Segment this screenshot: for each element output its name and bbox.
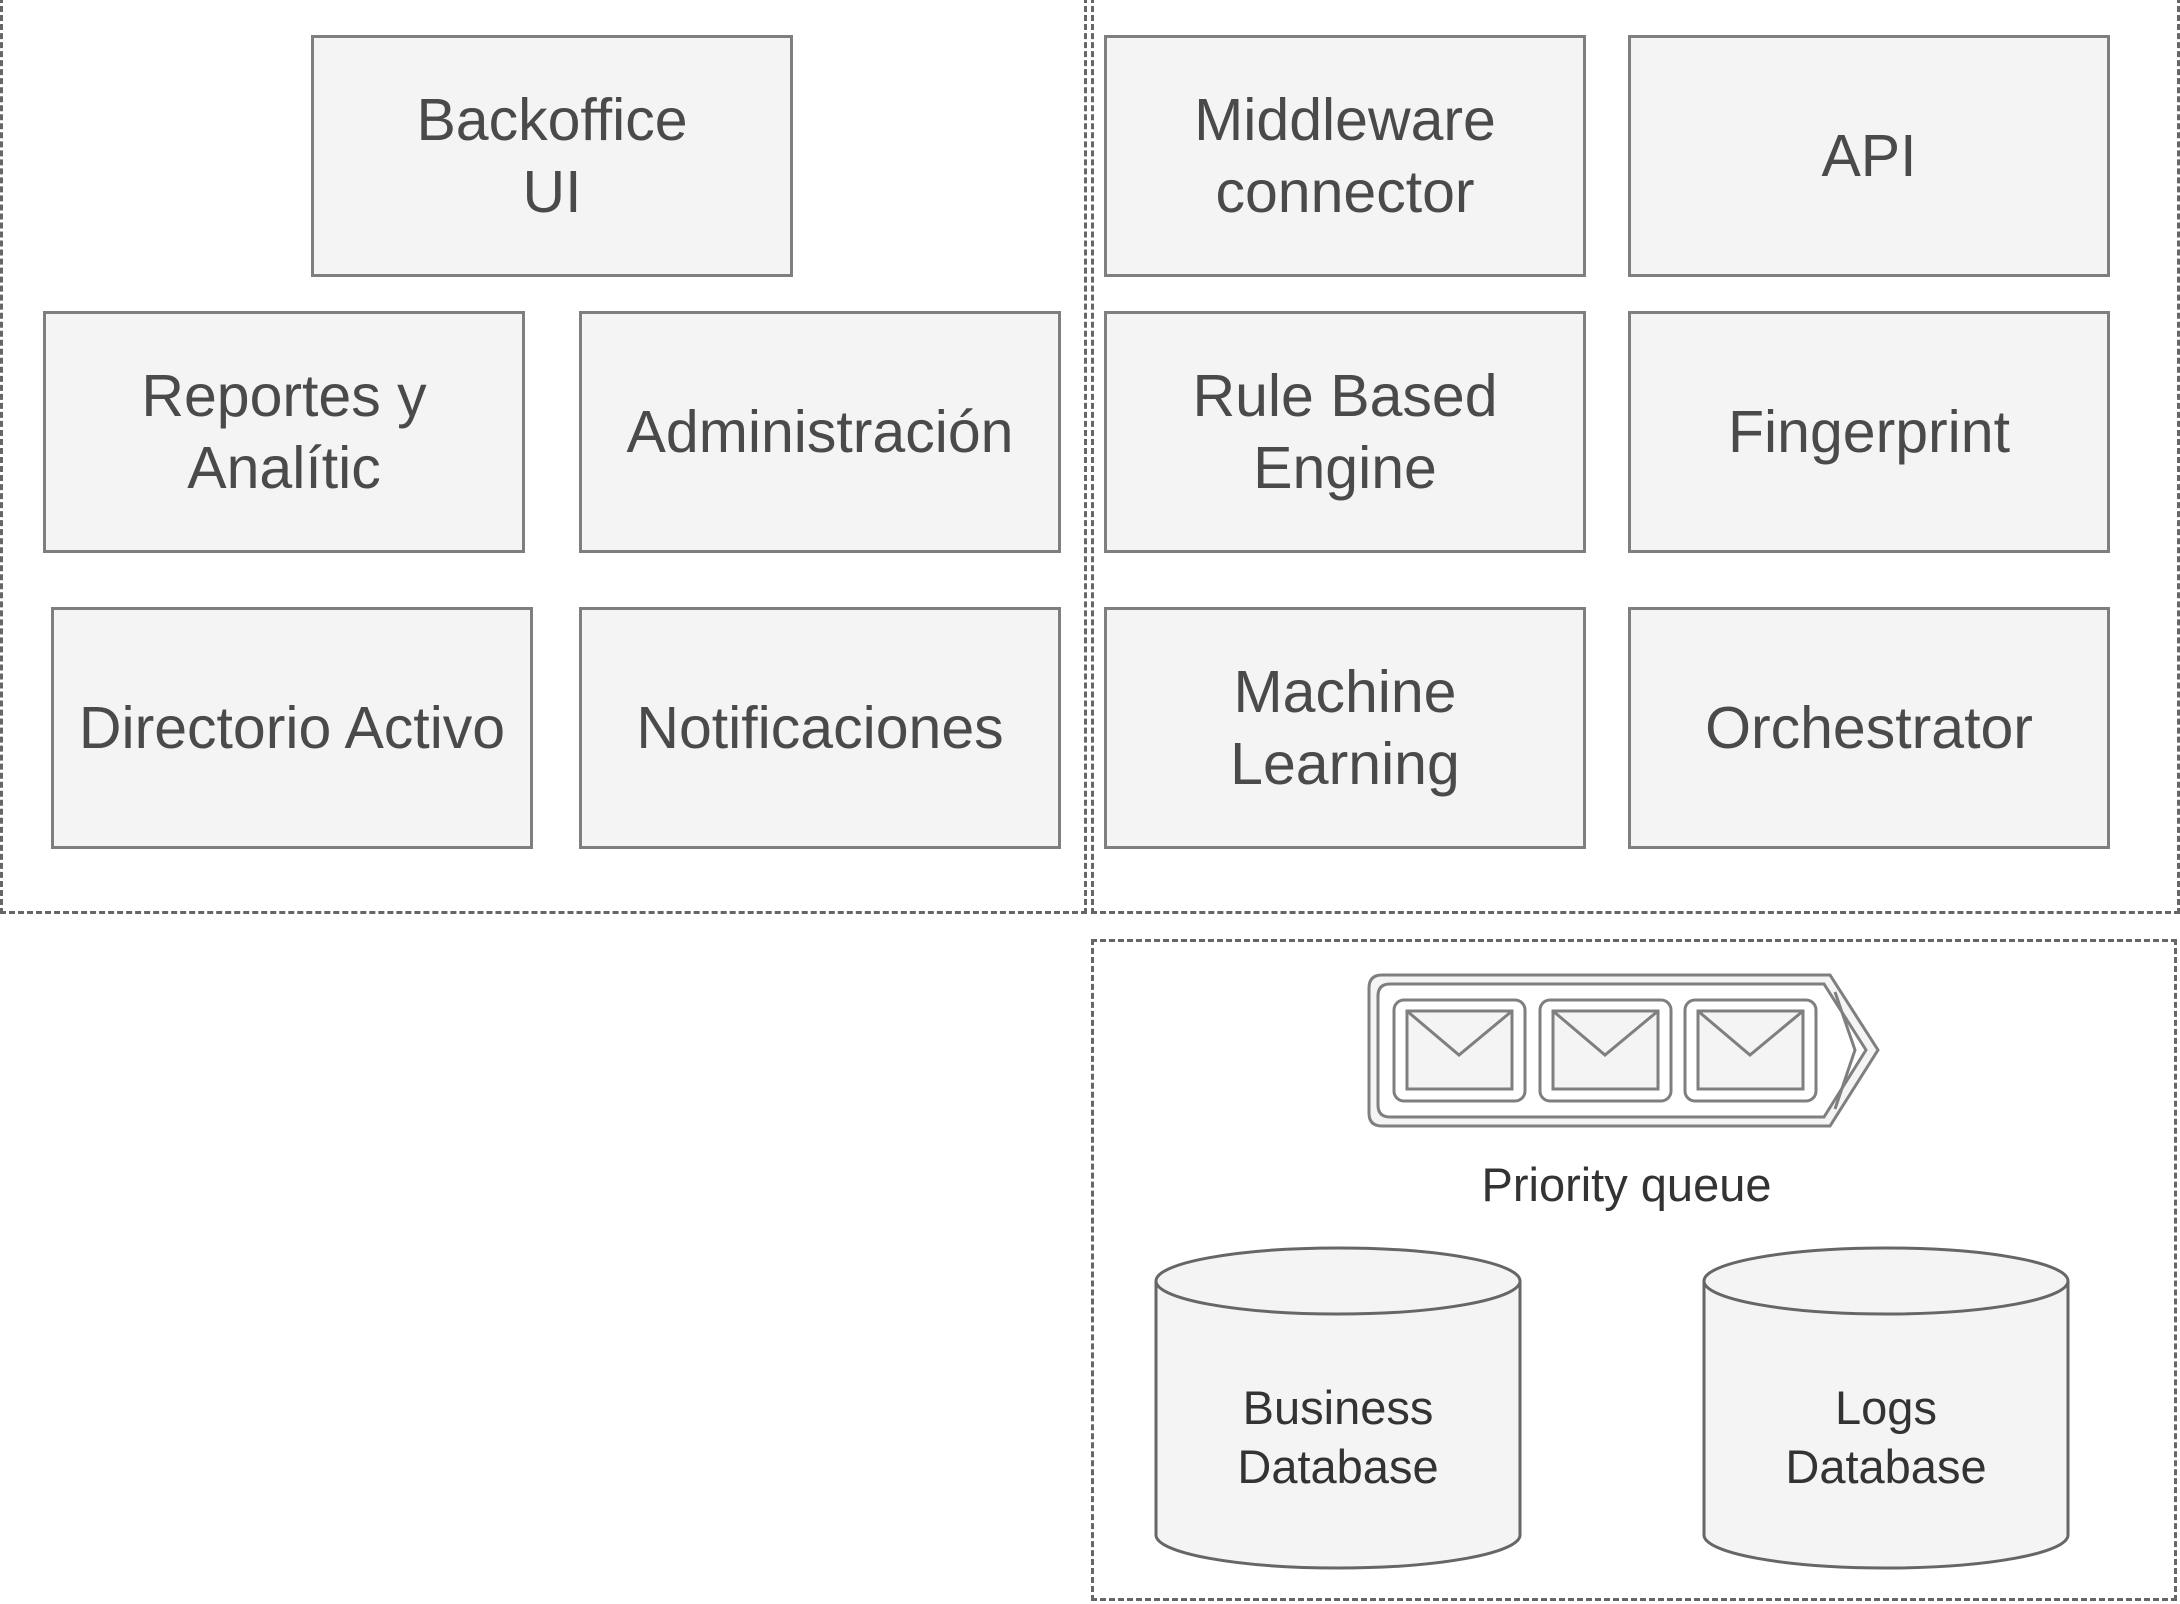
backoffice-ui-box: Backoffice UI [311, 35, 793, 277]
administracion-box: Administración [579, 311, 1061, 553]
business-database-icon [1154, 1246, 1522, 1570]
reportes-line2: Analític [187, 435, 381, 501]
logs-database-line1: Logs [1835, 1381, 1937, 1434]
machine-learning-line2: Learning [1230, 731, 1460, 797]
directorio-activo-box: Directorio Activo [51, 607, 533, 849]
frontend-group [0, 0, 1087, 914]
orchestrator-label: Orchestrator [1705, 695, 2033, 761]
notificaciones-label: Notificaciones [636, 695, 1004, 761]
middleware-line2: connector [1215, 159, 1475, 225]
envelope-icon [1538, 998, 1673, 1103]
business-database-line2: Database [1237, 1440, 1439, 1493]
logs-database-icon [1702, 1246, 2070, 1570]
logs-database-label: Logs Database [1724, 1378, 2048, 1496]
fingerprint-label: Fingerprint [1727, 399, 2010, 465]
fingerprint-box: Fingerprint [1628, 311, 2110, 553]
envelope-icon [1683, 998, 1818, 1103]
middleware-connector-box: Middleware connector [1104, 35, 1586, 277]
api-box: API [1628, 35, 2110, 277]
backoffice-ui-line2: UI [522, 159, 582, 225]
priority-queue-label: Priority queue [1481, 1158, 1772, 1211]
rule-based-line1: Rule Based [1192, 363, 1498, 429]
storage-group [1091, 939, 2177, 1601]
reportes-analitic-box: Reportes y Analític [43, 311, 525, 553]
reportes-line1: Reportes y [141, 363, 427, 429]
notificaciones-box: Notificaciones [579, 607, 1061, 849]
backoffice-ui-line1: Backoffice [416, 87, 688, 153]
orchestrator-box: Orchestrator [1628, 607, 2110, 849]
api-label: API [1821, 123, 1917, 189]
logs-database-line2: Database [1785, 1440, 1987, 1493]
administracion-label: Administración [626, 399, 1014, 465]
directorio-activo-label: Directorio Activo [78, 695, 506, 761]
business-database-label: Business Database [1176, 1378, 1500, 1496]
machine-learning-box: Machine Learning [1104, 607, 1586, 849]
machine-learning-line1: Machine [1233, 659, 1457, 725]
backend-group [1091, 0, 2180, 914]
business-database-line1: Business [1242, 1381, 1434, 1434]
envelope-icon [1392, 998, 1527, 1103]
rule-based-line2: Engine [1253, 435, 1437, 501]
rule-based-engine-box: Rule Based Engine [1104, 311, 1586, 553]
middleware-line1: Middleware [1194, 87, 1496, 153]
